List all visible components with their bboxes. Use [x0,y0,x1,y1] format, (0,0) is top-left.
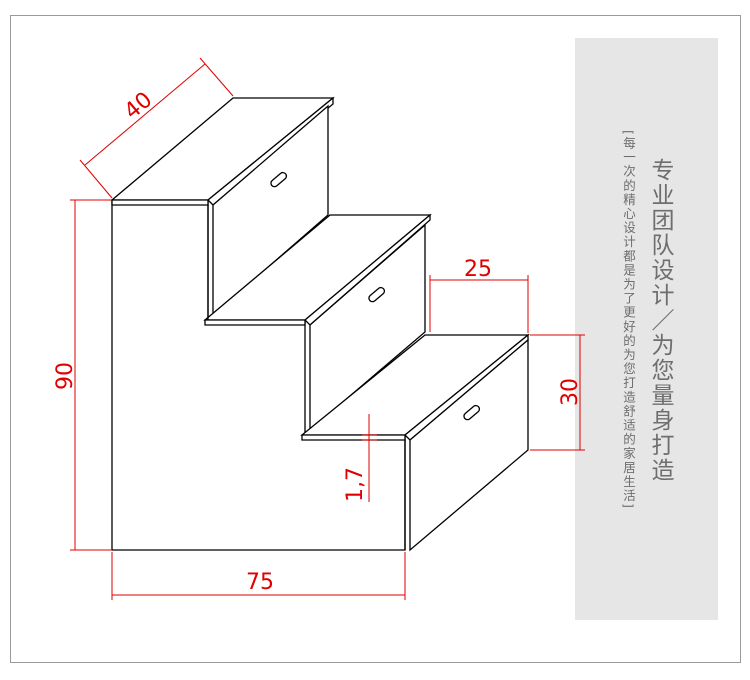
drawer-handle [463,404,481,421]
dim-thickness-label: 1,7 [343,467,368,502]
top-drawer [212,104,329,317]
drawer-handle [368,286,386,303]
staircase [110,96,530,552]
description-panel [575,38,718,620]
dim-depth-label: 40 [120,87,158,124]
middle-drawer [309,223,426,432]
dim-height-label: 90 [53,362,78,390]
dim-width-label: 75 [246,570,274,595]
drawer-handle [270,171,288,188]
panel-subtitle: [每一次的精心设计都是为了更好的为您打造舒适的家居生活] [621,130,636,510]
dim-step-depth-label: 25 [464,257,492,282]
bottom-drawer [409,338,529,552]
dimension-lines [70,57,585,600]
drawing-frame [10,15,741,663]
dim-step-height-label: 30 [558,378,583,406]
panel-title: 专业团队设计／为您量身打造 [647,158,673,483]
